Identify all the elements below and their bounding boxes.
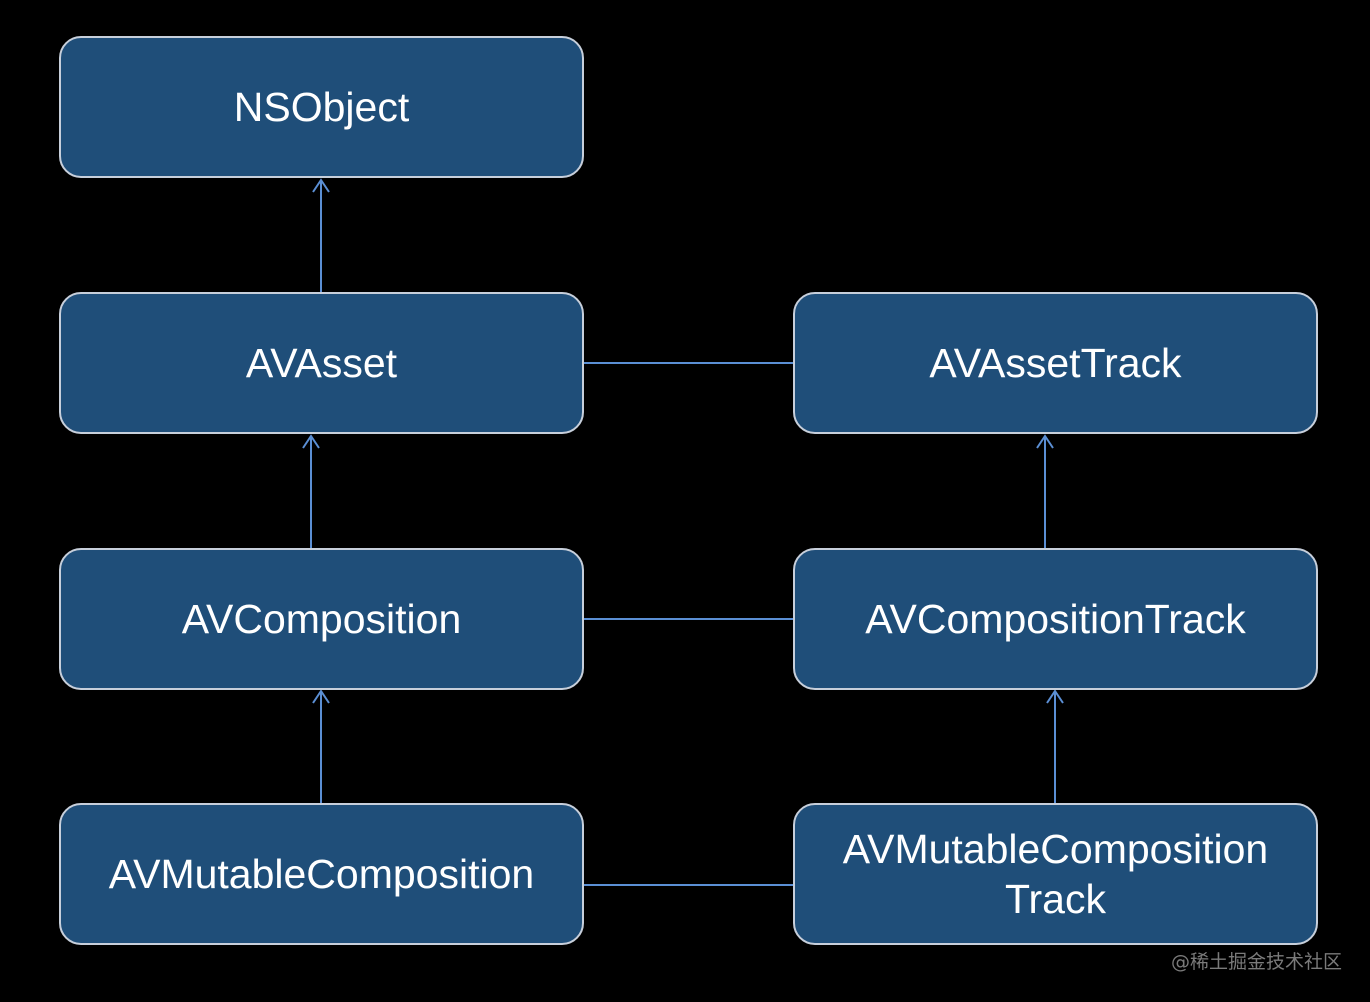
- edge-avmutablecomposition-to-avcomposition: [312, 689, 330, 803]
- edge-avcompositiontrack-to-avassettrack: [1036, 434, 1054, 548]
- edge-avmutablecompositiontrack-to-avcompositiontrack: [1046, 689, 1064, 803]
- edge-avasset-to-nsobject: [312, 178, 330, 292]
- node-label: AVCompositionTrack: [865, 596, 1246, 642]
- node-avmutablecomposition: AVMutableComposition: [59, 803, 584, 945]
- node-label: NSObject: [233, 84, 410, 130]
- node-label-line2: Track: [1005, 876, 1106, 922]
- node-label-line1: AVMutableComposition: [842, 826, 1269, 872]
- node-avasset: AVAsset: [59, 292, 584, 434]
- node-avassettrack: AVAssetTrack: [793, 292, 1318, 434]
- watermark: @稀土掘金技术社区: [1170, 951, 1342, 973]
- node-avcomposition: AVComposition: [59, 548, 584, 690]
- node-avmutablecompositiontrack: AVMutableComposition Track: [793, 803, 1318, 945]
- node-label: AVComposition: [181, 596, 462, 642]
- node-label: AVAssetTrack: [929, 340, 1182, 386]
- edge-avcomposition-to-avasset: [302, 434, 320, 548]
- node-label: AVAsset: [245, 340, 398, 386]
- node-avcompositiontrack: AVCompositionTrack: [793, 548, 1318, 690]
- node-nsobject: NSObject: [59, 36, 584, 178]
- node-label: AVMutableComposition: [108, 851, 535, 897]
